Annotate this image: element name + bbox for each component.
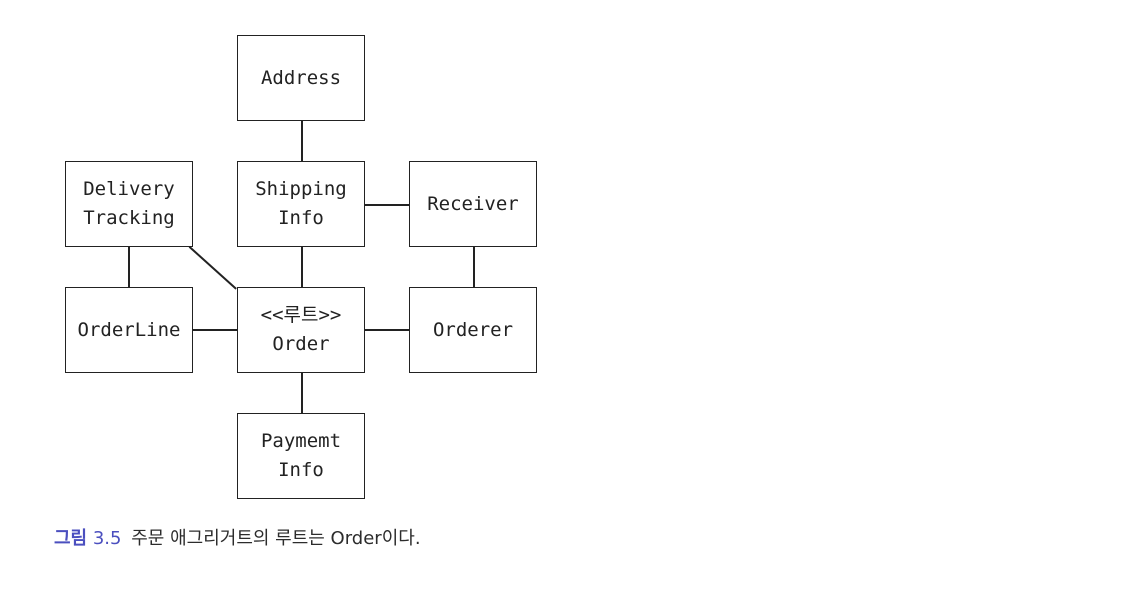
connector-delivery-tracking-order — [188, 246, 237, 290]
node-orderer: Orderer — [409, 287, 537, 373]
connector-order-orderer — [365, 329, 410, 331]
caption-number: 3.5 — [92, 528, 122, 549]
node-delivery-tracking: Delivery Tracking — [65, 161, 193, 247]
connector-receiver-orderer — [473, 246, 475, 288]
caption-label: 그림 — [54, 528, 88, 549]
node-order-line: OrderLine — [65, 287, 193, 373]
node-address: Address — [237, 35, 365, 121]
node-order-root: <<루트>> Order — [237, 287, 365, 373]
connector-shipping-info-receiver — [365, 204, 409, 206]
connector-delivery-tracking-order-line — [128, 246, 130, 288]
connector-address-shipping-info — [301, 120, 303, 162]
connector-shipping-info-order — [301, 246, 303, 288]
connector-order-line-order — [192, 329, 237, 331]
connector-order-payment-info — [301, 372, 303, 414]
caption-text: 주문 애그리거트의 루트는 Order이다. — [131, 528, 421, 549]
figure-caption: 그림 3.5 주문 애그리거트의 루트는 Order이다. — [54, 525, 421, 553]
node-shipping-info: Shipping Info — [237, 161, 365, 247]
node-payment-info: Paymemt Info — [237, 413, 365, 499]
node-receiver: Receiver — [409, 161, 537, 247]
